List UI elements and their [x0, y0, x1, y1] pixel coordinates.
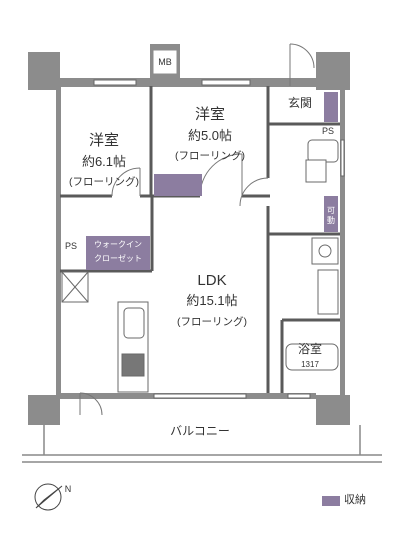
room-area-western-right: 約5.0帖 — [187, 128, 233, 143]
room-name-western-right: 洋室 — [194, 106, 225, 123]
room-floor-western-right: (フローリング) — [175, 150, 245, 162]
mb-box — [152, 49, 178, 75]
room-name-balcony: バルコニー — [170, 424, 230, 438]
room-name-entrance: 玄関 — [287, 96, 312, 110]
fixtures — [61, 139, 339, 393]
compass-north-label: N — [64, 484, 72, 494]
room-floor-western-left: (フローリング) — [69, 176, 139, 188]
room-area-western-left: 約6.1帖 — [81, 154, 127, 169]
movable-storage-label: 可動 — [327, 206, 335, 225]
interior-walls — [60, 86, 340, 393]
bath-size: 1317 — [301, 360, 319, 369]
room-floor-ldk: (フローリング) — [177, 316, 247, 328]
windows — [93, 79, 345, 399]
walkin-closet-label-1: ウォークイン — [94, 240, 142, 249]
door-swings — [79, 43, 315, 416]
compass-icon — [34, 483, 63, 511]
room-name-bath: 浴室 — [297, 342, 322, 356]
balcony-rail — [22, 425, 382, 463]
storage-areas — [86, 92, 338, 270]
room-name-western-left: 洋室 — [88, 132, 119, 149]
room-name-ldk: LDK — [197, 272, 227, 289]
legend-label: 収納 — [344, 494, 366, 506]
room-area-ldk: 約15.1帖 — [186, 293, 238, 308]
ps-label-left: PS — [64, 241, 77, 251]
walkin-closet-label-2: クローゼット — [94, 254, 142, 263]
legend-swatch — [322, 496, 340, 506]
mb-label: MB — [158, 57, 172, 67]
ps-label-top: PS — [321, 126, 334, 136]
